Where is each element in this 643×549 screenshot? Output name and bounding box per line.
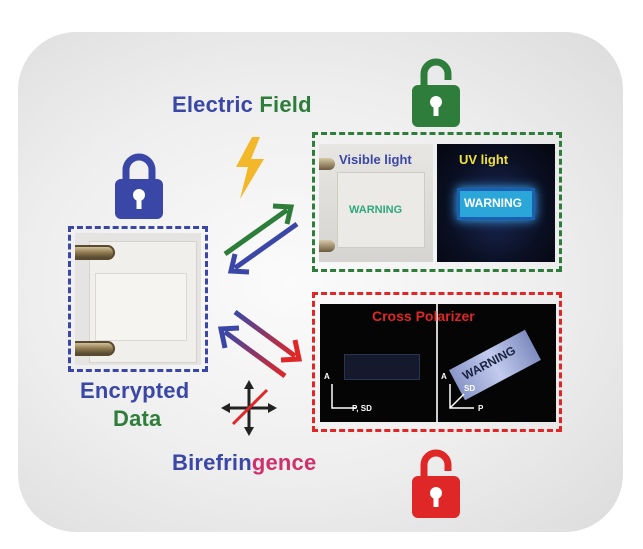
encrypted-sample-photo (75, 233, 201, 365)
lightning-bolt-icon (236, 137, 264, 199)
right-axes-icon (449, 384, 474, 409)
electric-field-arrows-icon (223, 203, 299, 275)
closed-padlock-icon (115, 153, 163, 219)
film-inner-region (95, 273, 187, 341)
photo-divider (436, 304, 438, 422)
crossed-arrows-icon (221, 380, 277, 436)
uv-warning-glow (457, 188, 535, 220)
open-padlock-bottom-icon (412, 449, 460, 518)
encrypted-sample-box (68, 226, 208, 372)
electrode-bottom (75, 341, 115, 356)
encrypted-label-line1: Encrypted (80, 378, 190, 403)
uv-light-label: UV light (459, 152, 509, 167)
electrode-visible-2 (319, 240, 335, 252)
birefringence-part1: Birefrin (172, 450, 252, 475)
warning-uv-text: WARNING (464, 196, 522, 210)
right-axis-a: A (441, 372, 447, 381)
left-axis-psd: P, SD (352, 404, 372, 413)
birefringence-arrows-icon (217, 309, 303, 379)
encrypted-label-line2: Data (113, 406, 162, 431)
open-padlock-icon (412, 58, 460, 127)
visible-light-label: Visible light (339, 152, 412, 167)
birefringence-part2: gence (251, 450, 317, 475)
warning-visible-text: WARNING (349, 204, 403, 216)
electrode-visible-1 (319, 158, 335, 170)
electric-field-word-1: Electric (172, 92, 254, 117)
left-axis-a: A (324, 372, 330, 381)
left-axes-icon (331, 384, 356, 409)
electric-field-word-2: Field (259, 92, 312, 117)
cross-polarizer-title: Cross Polarizer (372, 308, 475, 324)
right-axis-sd: SD (464, 384, 476, 393)
right-axis-p: P (478, 404, 484, 413)
cross-polarizer-result-box: Cross Polarizer WARNING A P, SD A SD P (312, 292, 562, 432)
uv-light-photo: UV light WARNING (437, 144, 555, 262)
film-visible (337, 172, 425, 248)
dark-film-sample (344, 354, 420, 380)
electrode-top (75, 245, 115, 260)
cross-polarizer-photo: Cross Polarizer WARNING A P, SD A SD P (320, 304, 556, 422)
electric-field-result-box: Visible light WARNING UV light WARNING (312, 132, 562, 272)
electric-field-title: Electric Field (172, 92, 312, 118)
birefringence-title: Birefringence (172, 450, 316, 476)
visible-light-photo: Visible light WARNING (319, 144, 433, 262)
